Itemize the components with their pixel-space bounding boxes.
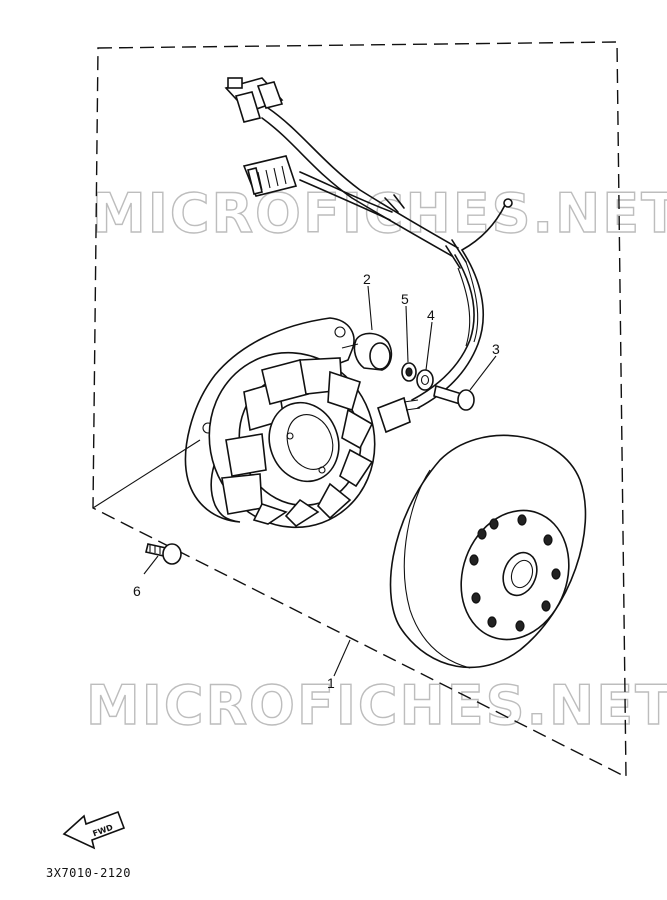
bolt <box>433 384 475 411</box>
callout-6: 6 <box>133 583 141 599</box>
callout-1: 1 <box>327 675 335 691</box>
connector-upper-icon <box>224 77 284 123</box>
watermark-bottom: MICROFICHES.NET <box>86 674 667 737</box>
ground-terminal-icon <box>503 198 513 208</box>
rotor-flywheel <box>389 434 587 669</box>
stator-assembly <box>184 317 421 529</box>
leader-lines <box>92 285 497 677</box>
nut <box>416 369 434 391</box>
washer <box>401 362 417 382</box>
callout-5: 5 <box>401 291 409 307</box>
connector-lower-icon <box>242 155 298 197</box>
assembly-boundary <box>92 41 627 779</box>
callout-4: 4 <box>427 307 435 323</box>
pickup-coil <box>341 332 393 371</box>
forward-arrow-icon: FWD <box>62 810 126 850</box>
callout-2: 2 <box>363 271 371 287</box>
screw <box>145 543 182 565</box>
callout-3: 3 <box>492 341 500 357</box>
diagram-code: 3X7010-2120 <box>46 866 131 880</box>
